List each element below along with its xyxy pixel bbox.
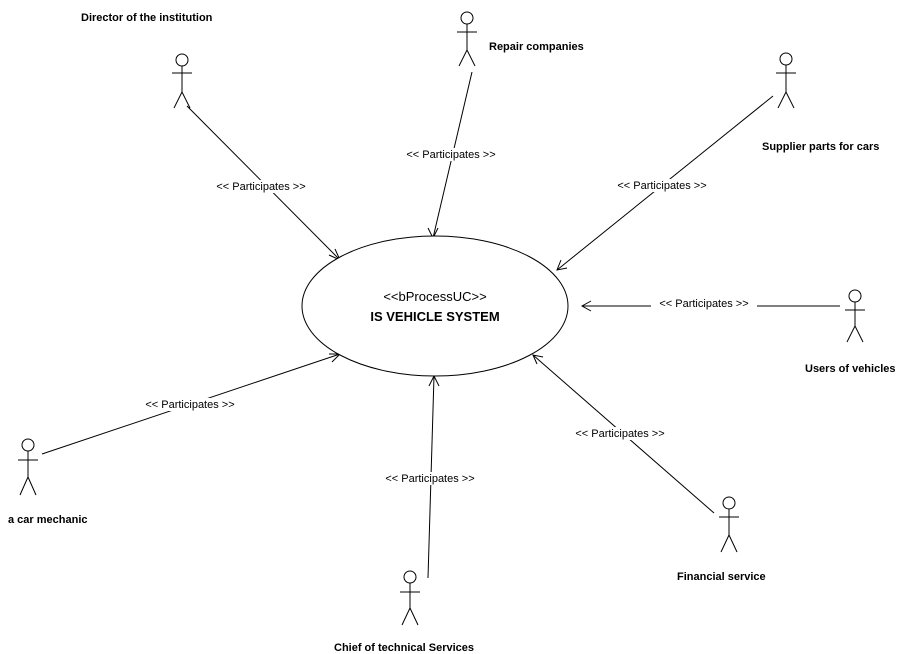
actor-name: Financial service — [677, 571, 766, 583]
usecase-is-vehicle-system[interactable]: <<bProcessUC>> IS VEHICLE SYSTEM — [301, 235, 569, 377]
actor-users[interactable]: Users of vehicles — [805, 289, 896, 375]
actor-name: Director of the institution — [81, 12, 213, 24]
actor-name: Users of vehicles — [805, 363, 896, 375]
actor-name: Repair companies — [489, 41, 584, 53]
actor-name: a car mechanic — [8, 514, 88, 526]
actor-name: Chief of technical Services — [334, 642, 474, 654]
connection-label-mechanic: << Participates >> — [145, 399, 234, 411]
actor-name: Supplier parts for cars — [762, 141, 879, 153]
usecase-stereotype: <<bProcessUC>> — [383, 289, 486, 304]
connection-label-director: << Participates >> — [216, 181, 305, 193]
actor-director[interactable]: Director of the institution — [81, 12, 213, 109]
connection-label-users: << Participates >> — [659, 298, 748, 310]
connection-label-repair: << Participates >> — [406, 149, 495, 161]
label-bg-chief — [377, 472, 483, 485]
actor-supplier[interactable]: Supplier parts for cars — [762, 52, 879, 153]
actor-chief[interactable]: Chief of technical Services — [334, 570, 474, 654]
actor-mechanic[interactable]: a car mechanic — [8, 438, 88, 526]
usecase-ellipse[interactable] — [301, 235, 569, 377]
actor-stick-figure-icon — [18, 438, 38, 496]
label-bg-director — [208, 180, 314, 193]
usecase-name: IS VEHICLE SYSTEM — [370, 309, 499, 324]
connection-label-supplier: << Participates >> — [617, 180, 706, 192]
actor-stick-figure-icon — [172, 53, 192, 109]
connection-label-financial: << Participates >> — [575, 428, 664, 440]
actor-stick-figure-icon — [719, 496, 739, 553]
actor-stick-figure-icon — [776, 52, 796, 109]
label-bg-supplier — [609, 179, 715, 192]
actor-financial[interactable]: Financial service — [677, 496, 766, 583]
label-bg-mechanic — [137, 398, 243, 411]
actors: Director of the institution Repair compa… — [8, 11, 896, 654]
label-bg-users — [651, 297, 757, 310]
actor-stick-figure-icon — [845, 289, 865, 343]
actor-stick-figure-icon — [457, 11, 477, 67]
label-bg-financial — [567, 427, 673, 440]
connection-labels: << Participates >> << Participates >> <<… — [137, 148, 757, 485]
connection-label-chief: << Participates >> — [385, 473, 474, 485]
actor-stick-figure-icon — [400, 570, 420, 626]
label-bg-repair — [398, 148, 504, 161]
actor-repair[interactable]: Repair companies — [457, 11, 584, 67]
